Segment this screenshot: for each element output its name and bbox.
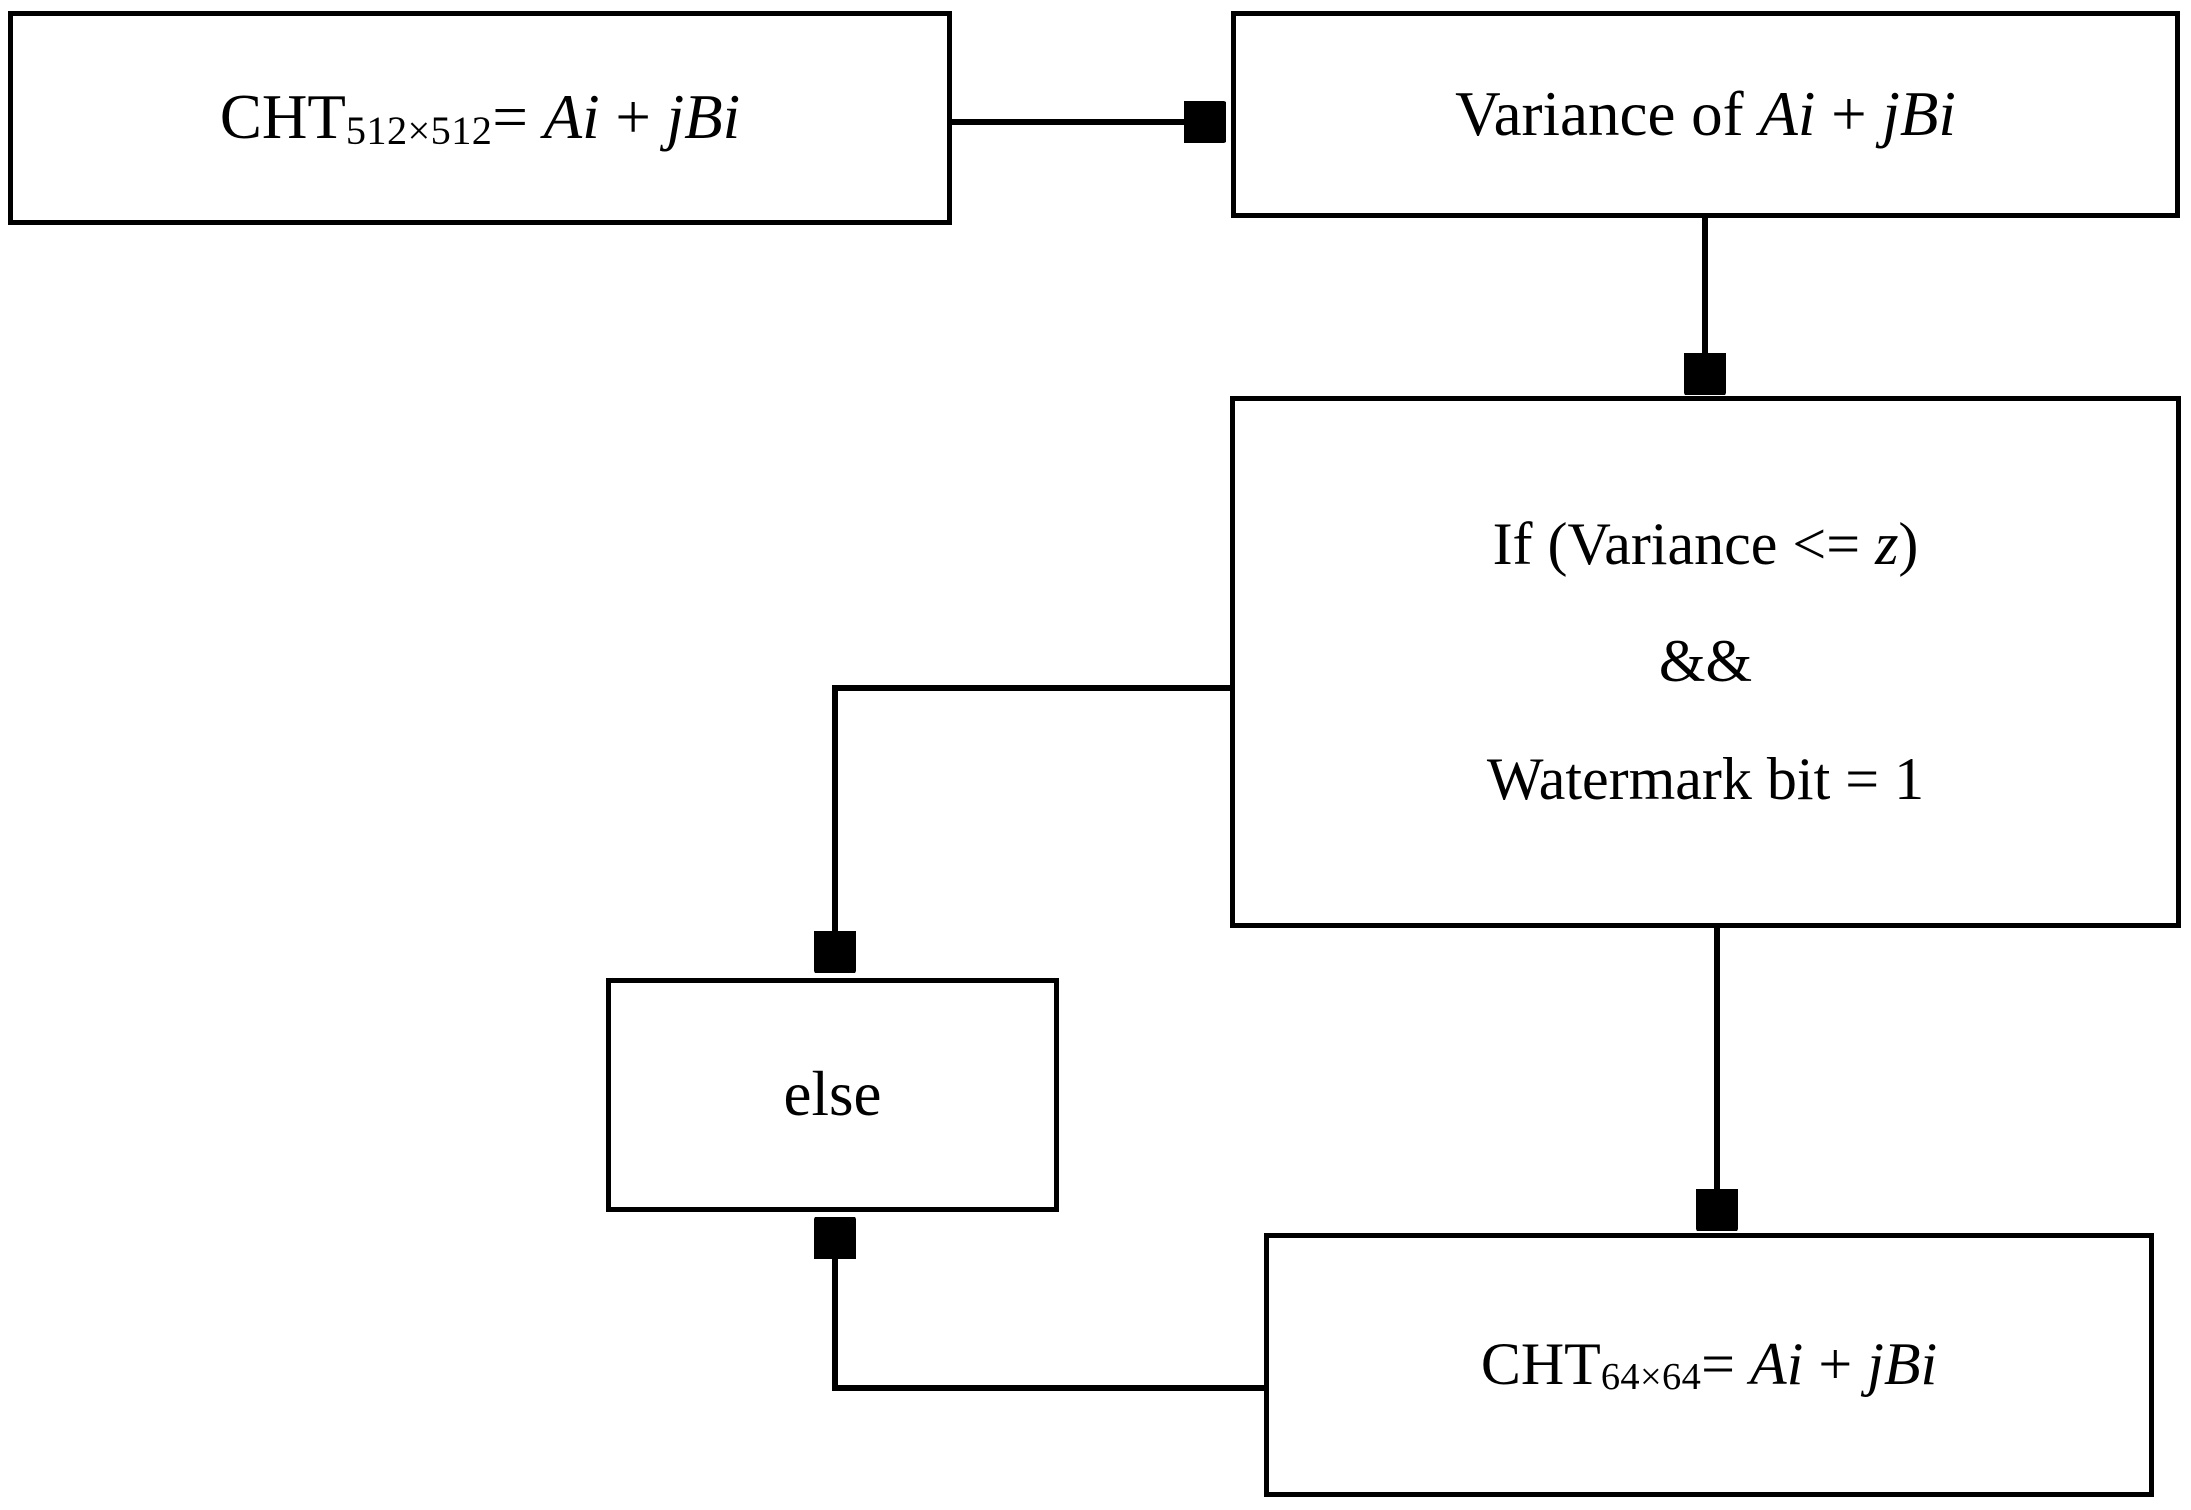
node-cht-512-label: CHT512×512= Ai + jBi <box>220 76 740 159</box>
condition-close-paren: ) <box>1898 511 1919 578</box>
condition-line-3: Watermark bit = 1 <box>1486 745 1925 812</box>
cht-64-term-a: Ai <box>1750 1331 1804 1398</box>
condition-line-2: && <box>1658 628 1753 695</box>
cht-512-equals: = <box>492 82 544 153</box>
cht-512-term-b: jBi <box>666 82 741 153</box>
cht-64-prefix: CHT <box>1480 1331 1601 1398</box>
node-variance-label: Variance of Ai + jBi <box>1455 73 1956 156</box>
variance-prefix: Variance of <box>1455 78 1760 149</box>
condition-line-1: If (Variance <= z) <box>1493 505 1919 584</box>
edge-cht64-to-else <box>835 1222 1266 1391</box>
cht-512-term-a: Ai <box>543 82 600 153</box>
node-condition[interactable]: If (Variance <= z) && Watermark bit = 1 <box>1230 396 2181 928</box>
edge-condition-to-else <box>835 685 1230 968</box>
variance-term-b: jBi <box>1882 78 1956 149</box>
cht-64-plus: + <box>1803 1331 1868 1398</box>
node-cht-64[interactable]: CHT64×64= Ai + jBi <box>1264 1233 2154 1497</box>
cht-64-subscript: 64×64 <box>1600 1356 1702 1399</box>
cht-512-subscript: 512×512 <box>345 107 493 153</box>
node-cht-512[interactable]: CHT512×512= Ai + jBi <box>8 11 952 225</box>
node-cht-64-label: CHT64×64= Ai + jBi <box>1481 1325 1937 1404</box>
node-else-label: else <box>783 1059 882 1130</box>
variance-term-a: Ai <box>1759 78 1816 149</box>
cht-512-prefix: CHT <box>219 82 346 153</box>
cht-64-term-b: jBi <box>1867 1331 1938 1398</box>
node-variance[interactable]: Variance of Ai + jBi <box>1231 11 2180 218</box>
condition-if-clause: If (Variance <= <box>1492 511 1876 578</box>
cht-64-equals: = <box>1701 1331 1751 1398</box>
cht-512-plus: + <box>599 82 667 153</box>
condition-threshold-symbol: z <box>1875 511 1899 578</box>
node-else[interactable]: else <box>606 978 1059 1212</box>
variance-plus: + <box>1815 78 1883 149</box>
